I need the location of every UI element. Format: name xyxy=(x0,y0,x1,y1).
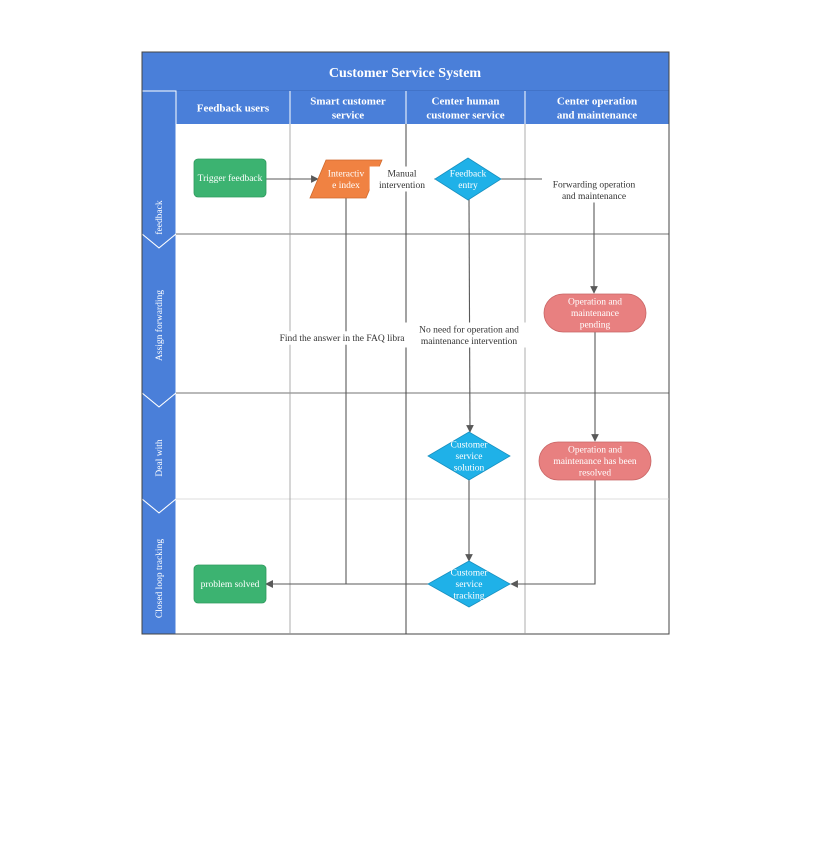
edge-label-no-need-bg xyxy=(404,322,534,348)
column-header-bar xyxy=(176,91,669,124)
edge-label-faq-bg xyxy=(259,331,433,345)
diagram-title: Customer Service System xyxy=(329,66,481,81)
edge-resolved-to-tracking xyxy=(510,480,596,588)
title-bar xyxy=(141,51,670,92)
edge-entry-to-solution xyxy=(466,198,474,433)
edge-faq-to-solved xyxy=(266,198,347,585)
node-problem-solved[interactable]: problem solved xyxy=(193,564,267,604)
edge-label-faq: Find the answer in the FAQ library xyxy=(280,334,413,344)
lane-label-2: Assign forwarding xyxy=(154,290,165,361)
lane-label-4: Closed loop tracking xyxy=(155,539,165,618)
lane-label-1: feedback xyxy=(154,200,165,235)
node-trigger-feedback[interactable]: Trigger feedback xyxy=(193,158,267,198)
node-label: Trigger feedback xyxy=(198,173,263,184)
edge-label-manual-intervention-bg xyxy=(369,166,435,192)
node-label: problem solved xyxy=(201,580,260,590)
column-header-1: Feedback users xyxy=(197,102,270,114)
edge-label-forwarding-om-bg xyxy=(542,177,646,203)
lane-label-3: Deal with xyxy=(155,439,165,476)
